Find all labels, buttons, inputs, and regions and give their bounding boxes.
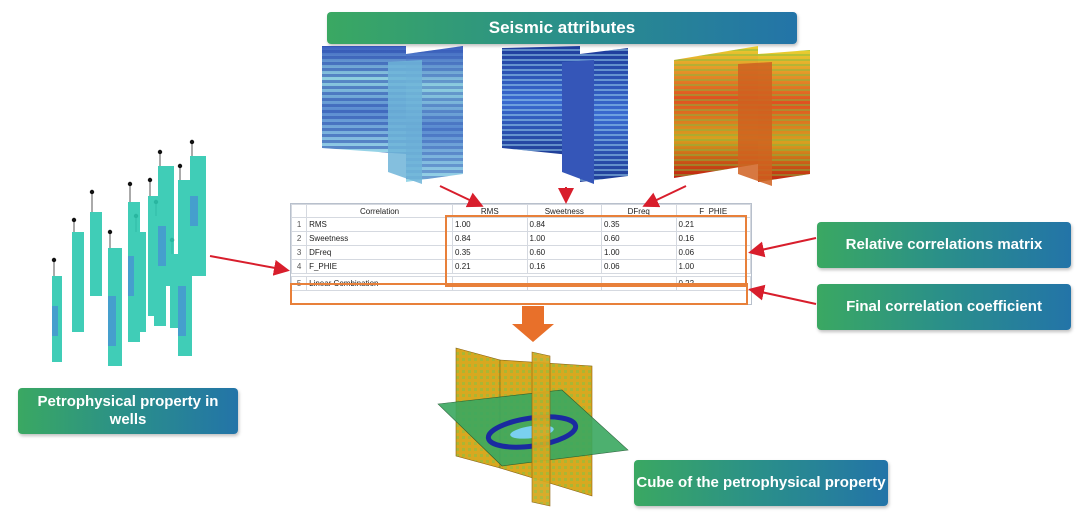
cube-image xyxy=(437,347,629,507)
petrophysical-wells-label: Petrophysical property in wells xyxy=(18,388,238,434)
big-down-arrow xyxy=(512,306,554,342)
final-coefficient-frame xyxy=(290,283,748,305)
arrow-wells-to-table xyxy=(209,255,290,276)
cube-petrophysical-label: Cube of the petrophysical property xyxy=(634,460,888,506)
sweetness-volume-image xyxy=(502,46,628,184)
table-cell: 0.21 xyxy=(452,259,528,274)
table-row: 4 F_PHIE 0.21 0.16 0.06 1.00 xyxy=(290,259,751,274)
arrow-dfreq-to-table xyxy=(642,185,687,208)
seismic-attributes-title: Seismic attributes xyxy=(327,12,797,44)
table-cell: 0.16 xyxy=(526,259,603,274)
table-row: 3 DFreq 0.35 0.60 1.00 0.06 xyxy=(290,245,751,260)
row-name: F_PHIE xyxy=(306,259,454,274)
row-index: 2 xyxy=(290,231,308,246)
row-index: 4 xyxy=(290,259,308,274)
table-cell: 1.00 xyxy=(675,259,751,274)
relative-correlations-label: Relative correlations matrix xyxy=(817,222,1071,268)
rms-volume-image xyxy=(322,46,463,184)
arrow-label-to-matrix xyxy=(748,237,817,258)
table-header-row: Correlation RMS Sweetness DFreq F_PHIE xyxy=(290,204,751,218)
final-correlation-label: Final correlation coefficient xyxy=(817,284,1071,330)
correlation-matrix-frame xyxy=(445,215,747,287)
wells-image xyxy=(51,139,206,366)
table-row: 1 RMS 1.00 0.84 0.35 0.21 xyxy=(290,217,751,232)
arrow-rms-to-table xyxy=(439,185,484,208)
arrow-label-to-final xyxy=(748,284,817,305)
dfreq-volume-image xyxy=(674,46,810,186)
table-cell: 0.06 xyxy=(601,259,677,274)
